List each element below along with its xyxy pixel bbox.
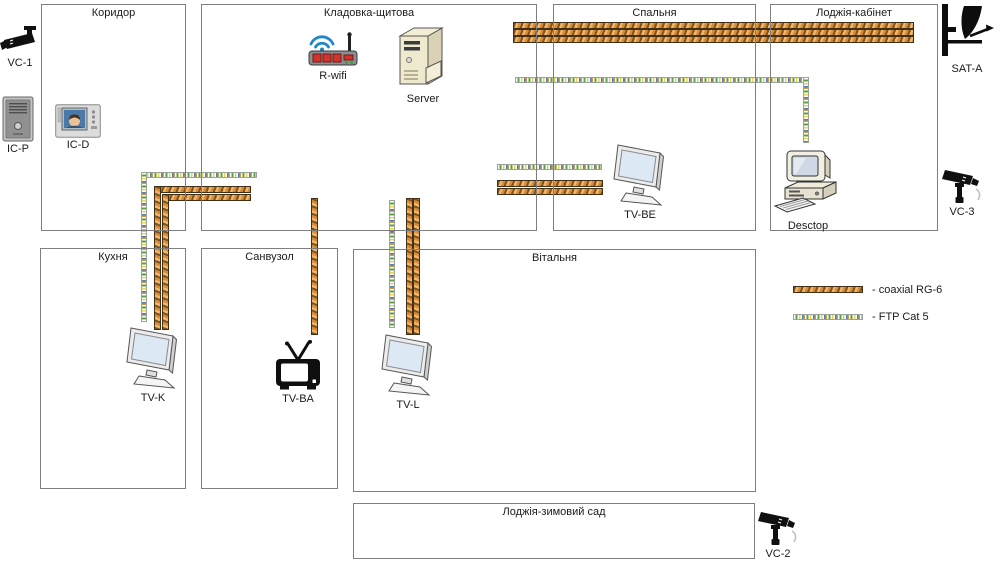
room-corridor: Коридор (41, 4, 186, 231)
coax-cable-kitchen-v2 (162, 194, 169, 330)
device-ic-p: IC-P (1, 96, 35, 155)
room-bedroom: Спальня (553, 4, 756, 231)
legend-label: - FTP Cat 5 (872, 310, 929, 323)
ftp-cable-swatch (793, 313, 863, 320)
legend-label: - coaxial RG-6 (872, 283, 943, 296)
device-label: VC-1 (7, 57, 33, 69)
device-label: TV-BE (624, 209, 656, 221)
ftp-cable-kitchen-v (141, 172, 147, 322)
device-label: TV-K (140, 392, 166, 404)
room-label: Кухня (98, 251, 128, 263)
device-label: Server (406, 93, 440, 105)
coax-cable-top-3 (513, 36, 914, 43)
device-sat-a: SAT-A (938, 2, 996, 75)
room-label: Лоджія-кабінет (816, 7, 892, 19)
device-server: Server (398, 26, 448, 105)
device-label: VC-3 (949, 206, 975, 218)
satellite-dish-icon (942, 4, 994, 56)
room-living-room: Вітальня (353, 249, 756, 492)
legend-item-coax: - coaxial RG-6 (793, 276, 942, 303)
device-ic-d: IC-D (54, 104, 102, 151)
device-label: TV-L (396, 399, 420, 411)
lcd-tv-icon (381, 334, 433, 396)
room-label: Лоджія-зимовий сад (502, 506, 606, 518)
room-label: Санвузол (245, 251, 294, 263)
coax-cable-tvba (311, 198, 318, 335)
device-label: VC-2 (765, 548, 791, 560)
device-vc-2: VC-2 (758, 505, 798, 560)
device-vc-1: VC-1 (0, 26, 40, 69)
device-tv-k: TV-K (124, 325, 182, 404)
ftp-cable-tvl (389, 200, 395, 328)
room-loggia-winter-garden: Лоджія-зимовий сад (353, 503, 755, 559)
device-desctop: Desctop (771, 147, 845, 232)
coax-cable-tvl-2 (413, 198, 420, 335)
coax-cable-swatch (793, 286, 863, 293)
ftp-cable-tvbe (497, 164, 602, 170)
room-bathroom: Санвузол (201, 248, 338, 489)
coax-cable-kitchen-v1 (154, 186, 161, 330)
coax-cable-tvbe-2 (497, 188, 603, 195)
device-label: SAT-A (951, 63, 983, 75)
ftp-cable-desktop-v (803, 77, 809, 143)
coax-cable-top-1 (513, 22, 914, 29)
lcd-tv-icon (126, 327, 178, 389)
legend-item-ftp: - FTP Cat 5 (793, 303, 942, 330)
room-label: Спальня (632, 7, 677, 19)
room-label: Коридор (91, 7, 136, 19)
device-tv-be: TV-BE (611, 142, 669, 221)
cctv-camera-icon (758, 512, 797, 545)
room-storage-switchboard: Кладовка-щитова (201, 4, 537, 231)
room-label: Кладовка-щитова (323, 7, 415, 19)
room-loggia-office: Лоджія-кабінет (770, 4, 938, 231)
device-r-wifi: R-wifi (306, 31, 360, 82)
device-tv-l: TV-L (379, 332, 437, 411)
device-label: IC-D (66, 139, 90, 151)
lcd-tv-icon (613, 144, 665, 206)
crt-tv-icon (276, 340, 320, 390)
device-tv-ba: TV-BA (272, 340, 324, 405)
device-label: Desctop (787, 220, 829, 232)
device-label: IC-P (7, 143, 29, 155)
intercom-display-icon (55, 104, 101, 138)
cctv-camera-icon (942, 170, 981, 203)
cable-legend: - coaxial RG-6 - FTP Cat 5 (793, 276, 942, 330)
device-vc-3: VC-3 (942, 163, 982, 218)
server-icon (398, 27, 444, 85)
coax-cable-tvl-1 (406, 198, 413, 335)
intercom-panel-icon (2, 96, 34, 142)
coax-cable-top-2 (513, 29, 914, 36)
coax-cable-tvbe-1 (497, 180, 603, 187)
room-label: Вітальня (532, 252, 577, 264)
wifi-router-icon (308, 32, 358, 66)
device-label: R-wifi (319, 70, 347, 82)
device-label: TV-BA (282, 393, 314, 405)
desktop-computer-icon (773, 150, 837, 213)
room-kitchen: Кухня (40, 248, 186, 489)
cctv-camera-icon (0, 26, 36, 50)
